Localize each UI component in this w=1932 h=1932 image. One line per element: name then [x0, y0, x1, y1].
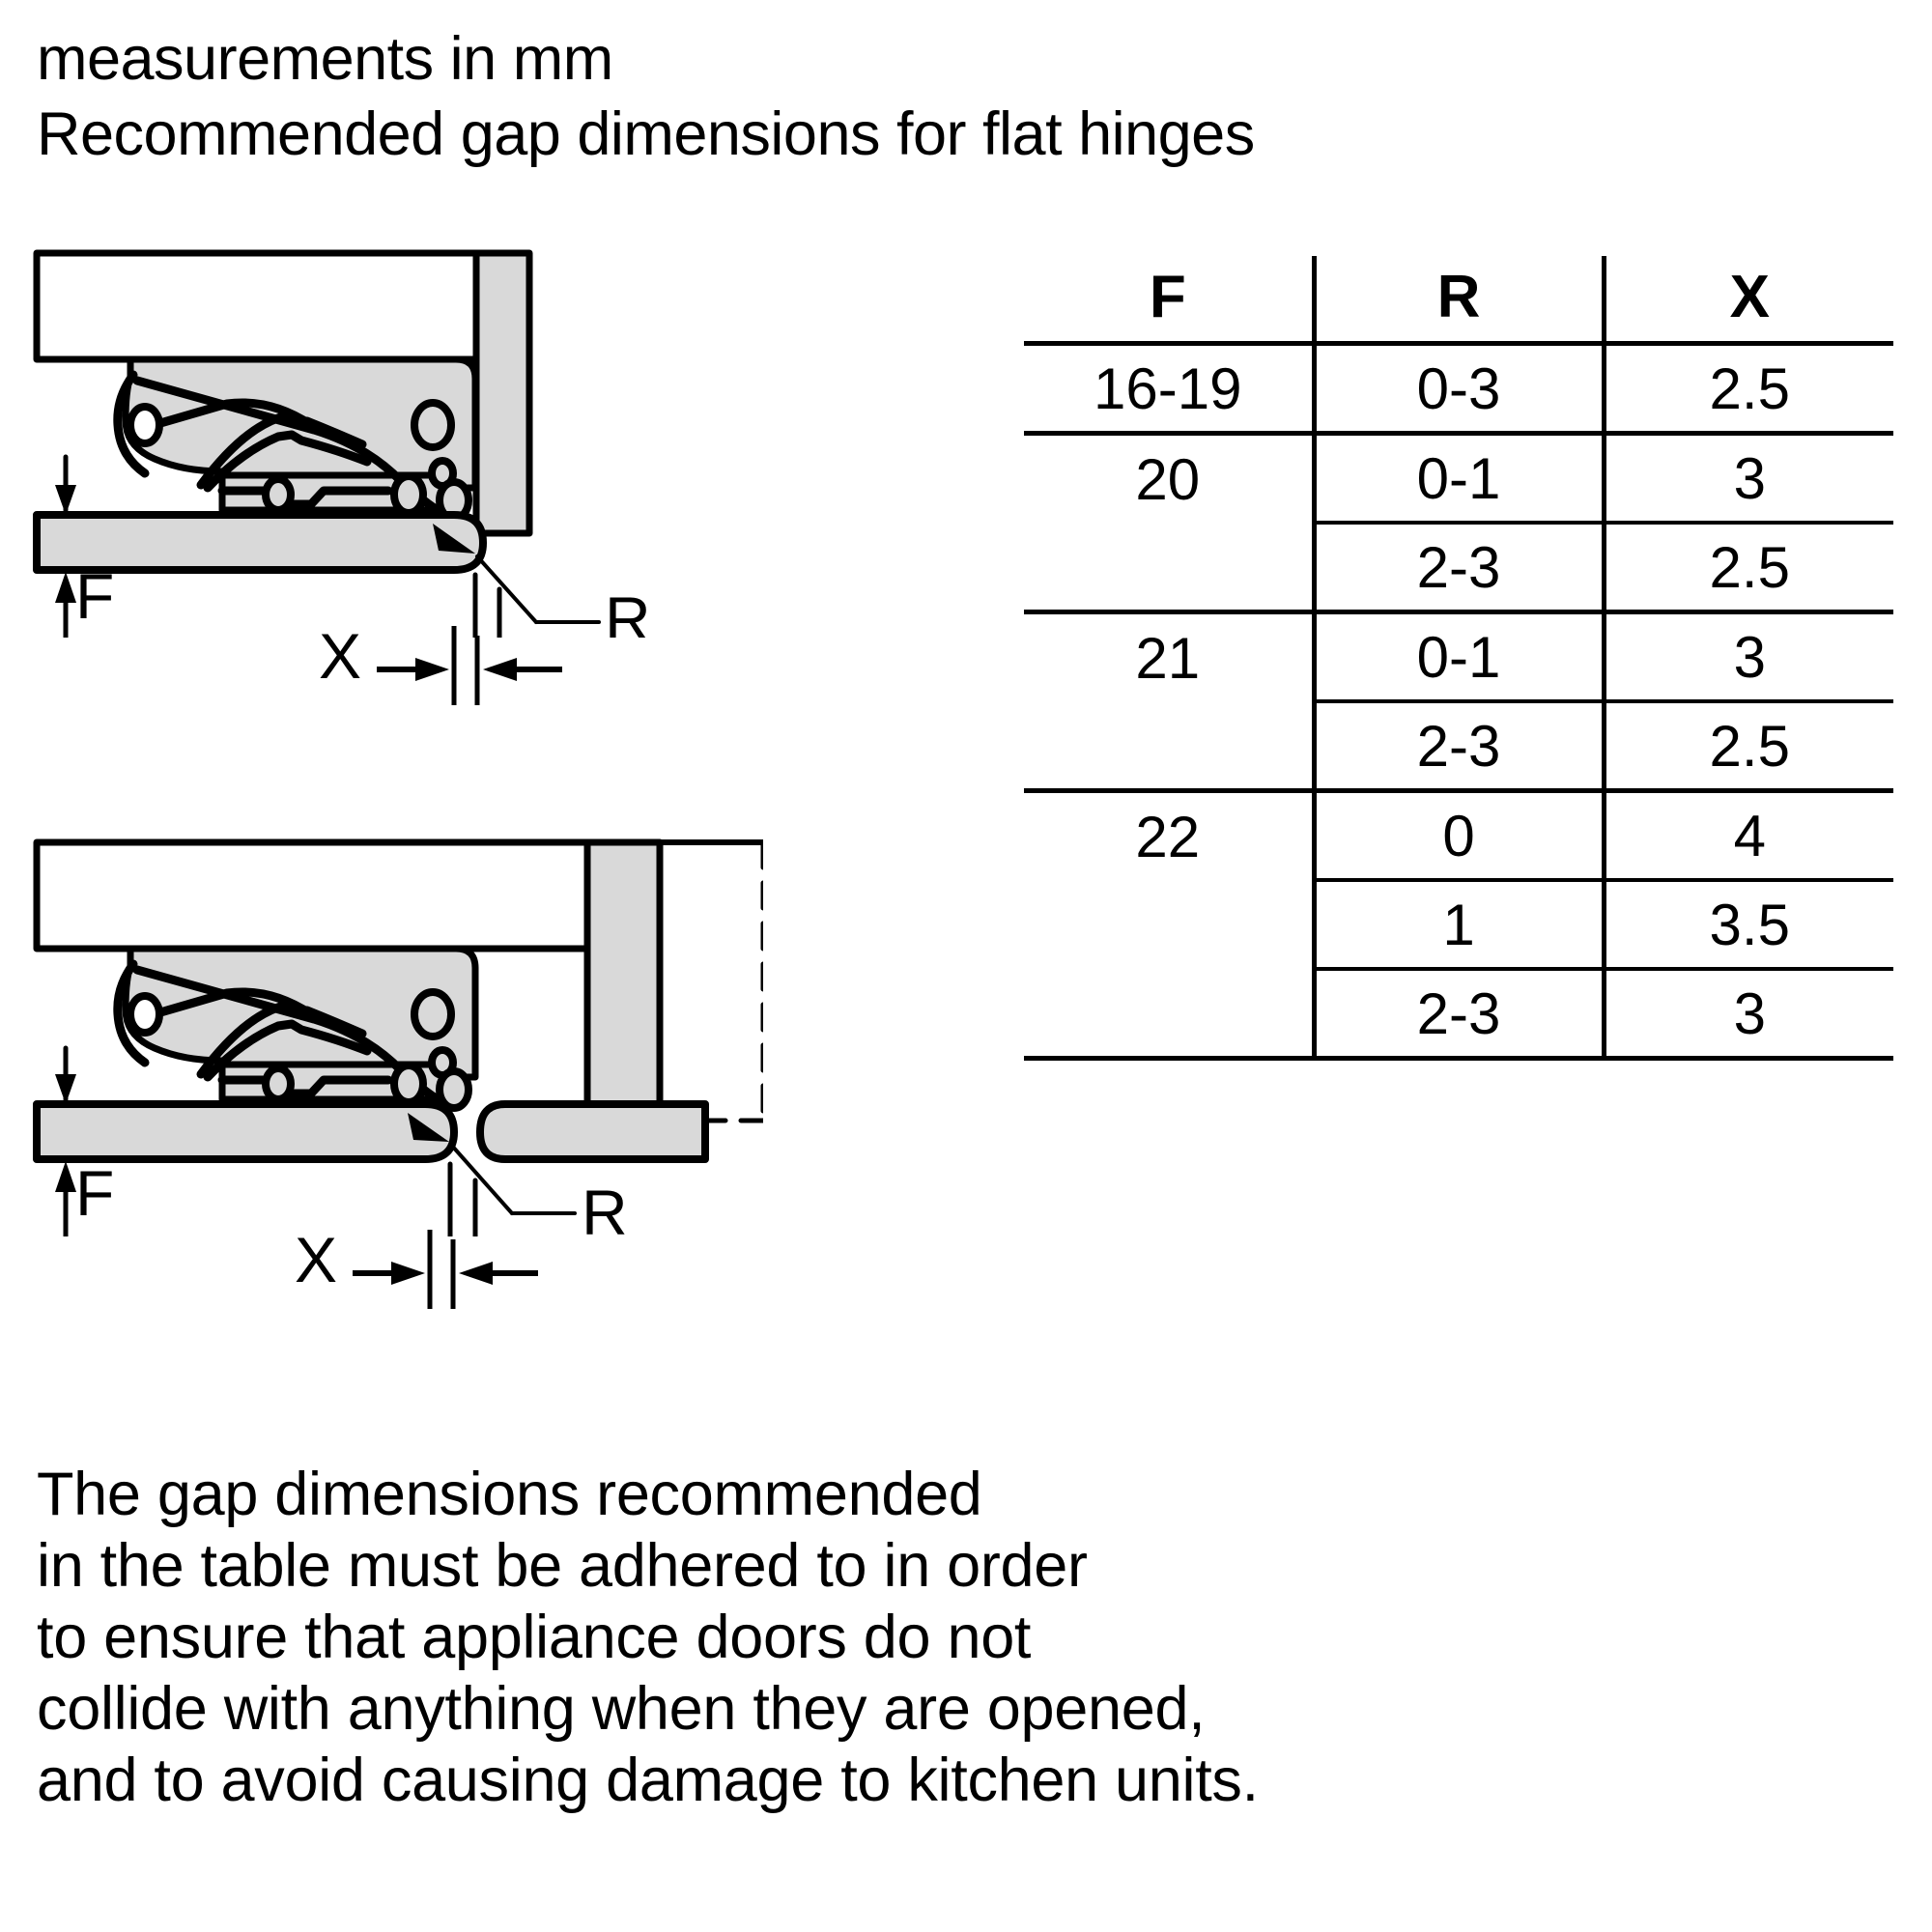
table-cell-f: 16-19 — [1024, 341, 1314, 434]
pivot-hole-br1-top — [390, 472, 427, 517]
table-cell-r: 0-3 — [1311, 341, 1604, 434]
dimension-x-bottom: X — [295, 1224, 538, 1309]
hinge-arm-upper-bottom — [113, 959, 150, 1067]
table-cell-r: 0-1 — [1311, 610, 1604, 701]
table-cell-x: 2.5 — [1601, 699, 1893, 791]
f-arrowhead-down-top — [55, 485, 76, 515]
footer-line-1: The gap dimensions recommended — [37, 1461, 982, 1528]
pivot-hole-br1-bottom — [390, 1062, 427, 1106]
hinge-link-inner-top — [196, 411, 367, 490]
hinge-notch-bottom — [217, 1075, 393, 1098]
table-cell-f: 20 — [1024, 431, 1314, 523]
pivot-hole-left-top — [127, 403, 163, 447]
table-header-row: F R X — [1024, 256, 1893, 344]
f-arrowhead-down-bottom — [55, 1074, 76, 1104]
table-cell-r: 1 — [1311, 878, 1604, 969]
r-arrowhead-top — [433, 524, 475, 554]
table-cell-r: 2-3 — [1311, 521, 1604, 612]
footer-line-3: to ensure that appliance doors do not — [37, 1604, 1032, 1671]
footer-line-2: in the table must be adhered to in order — [37, 1532, 1088, 1600]
pivot-hole-right-top — [411, 399, 455, 451]
x-arrowhead-left-top — [415, 658, 449, 681]
header-line-measurements: measurements in mm — [37, 25, 613, 93]
table-cell-x: 3.5 — [1601, 878, 1893, 969]
table-cell-x: 2.5 — [1601, 521, 1893, 612]
footer-line-5: and to avoid causing damage to kitchen u… — [37, 1747, 1259, 1814]
table-cell-f: 21 — [1024, 610, 1314, 701]
f-arrowhead-up-bottom — [55, 1161, 76, 1192]
table-cell-x: 2.5 — [1601, 341, 1893, 434]
page-header: measurements in mm Recommended gap dimen… — [37, 21, 1891, 172]
pivot-hole-right-bottom — [411, 988, 455, 1040]
x-arrowhead-right-top — [483, 658, 517, 681]
f-arrowhead-up-top — [55, 572, 76, 603]
cabinet-panel-top — [33, 249, 480, 363]
dimension-x-top: X — [319, 620, 562, 705]
table-cell-r: 2-3 — [1311, 967, 1604, 1061]
table-cell-f: 22 — [1024, 788, 1314, 880]
table-cell-f — [1024, 701, 1314, 791]
hinge-arm-upper-top — [113, 370, 150, 478]
side-wall-strip-bottom — [583, 838, 664, 1126]
hinge-link-lower-top — [203, 430, 372, 493]
x-arrowhead-right-bottom — [459, 1262, 493, 1285]
cabinet-outline-dashed-bottom — [657, 839, 763, 1123]
table-cell-r: 0-1 — [1311, 431, 1604, 523]
r-arrowhead-bottom — [408, 1113, 449, 1142]
header-line-title: Recommended gap dimensions for flat hing… — [37, 100, 1255, 168]
table-cell-x: 4 — [1601, 788, 1893, 880]
diagram-top-label-f: F — [75, 560, 114, 632]
adjacent-door-bottom — [476, 1100, 709, 1163]
table-cell-f — [1024, 969, 1314, 1061]
table-cell-f — [1024, 880, 1314, 969]
table-cell-x: 3 — [1601, 967, 1893, 1061]
hinge-diagram-top: F R — [33, 249, 651, 638]
table-cell-r: 0 — [1311, 788, 1604, 880]
r-leader-diagonal-bottom — [449, 1143, 514, 1215]
x-label-text-top: X — [319, 620, 361, 692]
table-header-x: X — [1601, 256, 1893, 344]
table-cell-x: 3 — [1601, 610, 1893, 701]
table-cell-r: 2-3 — [1311, 699, 1604, 791]
r-leader-diagonal-top — [475, 554, 538, 624]
table-header-f: F — [1149, 263, 1186, 330]
pivot-hole-mid-top — [262, 475, 295, 514]
pivot-hole-left-bottom — [127, 992, 163, 1037]
diagram-bottom-label-f: F — [75, 1157, 114, 1229]
hinge-notch-top — [217, 486, 393, 509]
appliance-door-bottom — [33, 1100, 458, 1163]
hinge-link-inner-bottom — [196, 1000, 367, 1079]
hinge-arm-sweep-top — [132, 376, 449, 519]
diagram-bottom-label-r: R — [582, 1177, 628, 1236]
hinge-diagram-bottom: F R — [33, 838, 763, 1236]
table-cell-x: 3 — [1601, 431, 1893, 523]
hinge-link-lower-bottom — [203, 1019, 372, 1082]
footer-line-4: collide with anything when they are open… — [37, 1675, 1206, 1743]
diagram-top-label-r: R — [605, 583, 651, 638]
table-header-r: R — [1311, 256, 1604, 344]
x-label-text-bottom: X — [295, 1224, 337, 1295]
table-cell-f — [1024, 523, 1314, 612]
pivot-hole-br2-bottom — [436, 1067, 472, 1112]
pivot-hole-mid-bottom — [262, 1065, 295, 1103]
x-arrowhead-left-bottom — [391, 1262, 425, 1285]
cabinet-panel-bottom — [33, 838, 591, 952]
appliance-door-top — [33, 511, 487, 574]
hinge-arm-sweep-bottom — [132, 965, 449, 1108]
side-wall-strip-top — [472, 249, 533, 537]
footer-note: The gap dimensions recommended in the ta… — [37, 1459, 1901, 1816]
